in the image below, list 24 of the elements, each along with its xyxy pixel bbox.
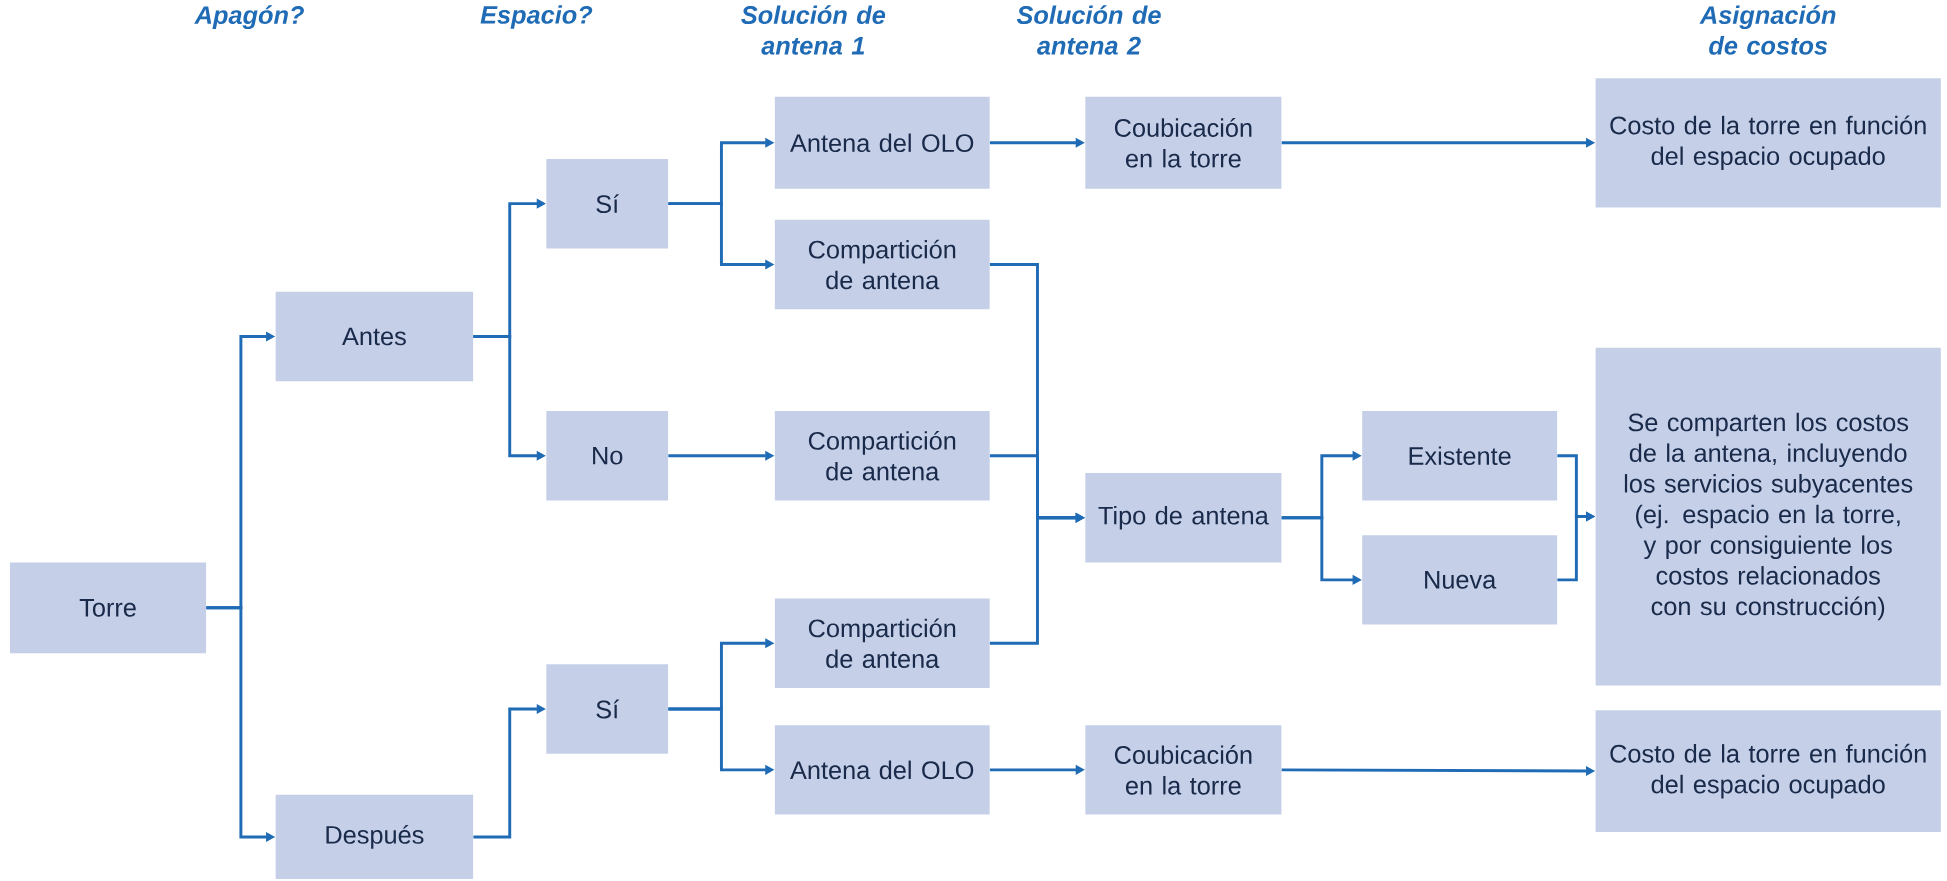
process-box: Sí <box>546 158 669 249</box>
process-box: Después <box>275 794 474 880</box>
column-heading: Asignación de costos <box>1699 5 1836 55</box>
process-box: Antena del OLO <box>774 725 990 815</box>
process-box: No <box>546 411 669 501</box>
process-box: Compartición de antena <box>774 411 990 501</box>
column-heading: Apagón? <box>194 5 304 30</box>
process-box: Costo de la torre en función del espacio ocupado <box>1595 78 1941 208</box>
process-box: Compartición de antena <box>774 598 990 688</box>
process-box: Sí <box>546 664 669 754</box>
process-box: Compartición de antena <box>774 219 990 310</box>
column-heading: Espacio? <box>480 5 593 29</box>
process-box: Se comparten los costos de la antena, incluyendo los servicios subyacentes (ej. espacio en la torre, y por consiguiente los costos relacionados con su construcción) <box>1595 347 1941 686</box>
column-heading: Solución de antena 2 <box>1016 5 1161 55</box>
process-box: Tipo de antena <box>1085 473 1282 563</box>
process-box: Antes <box>275 291 474 382</box>
process-box: Antena del OLO <box>774 96 990 189</box>
process-box: Coubicación en la torre <box>1085 96 1282 189</box>
process-box: Coubicación en la torre <box>1085 725 1282 815</box>
process-box: Nueva <box>1362 535 1558 625</box>
process-box: Torre <box>9 562 207 654</box>
process-box: Costo de la torre en función del espacio ocupado <box>1595 710 1941 832</box>
process-box: Existente <box>1362 411 1558 501</box>
column-heading: Solución de antena 1 <box>741 5 886 55</box>
